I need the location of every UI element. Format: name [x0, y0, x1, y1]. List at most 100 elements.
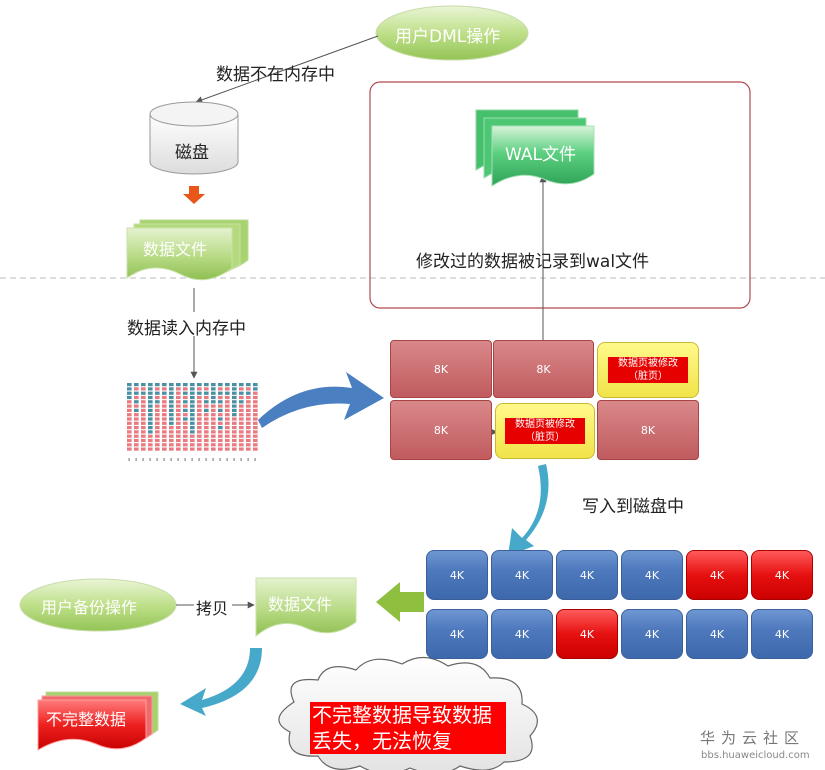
memory-cell: [211, 447, 216, 451]
memory-cell: [225, 426, 230, 430]
memory-cell: [232, 395, 237, 400]
arrow-disk-to-file: [183, 186, 205, 204]
memory-cell: [204, 400, 209, 404]
memory-cell: [197, 383, 202, 387]
memory-cell: [246, 408, 251, 412]
memory-cell: [176, 426, 181, 430]
memory-cell: [127, 438, 132, 443]
memory-cell: [225, 447, 230, 451]
memory-cell: [239, 443, 244, 447]
memory-cell: [169, 387, 174, 391]
memory-cell: [225, 395, 230, 400]
memory-cell: [127, 395, 132, 400]
memory-cell: [148, 421, 153, 425]
memory-cell: [134, 421, 139, 425]
memory-cell: [246, 387, 251, 391]
memory-cell: [204, 408, 209, 412]
memory-cell: [190, 383, 195, 387]
arrow-dml-to-disk: [195, 35, 379, 104]
memory-cell: [148, 400, 153, 404]
memory-cell: [239, 408, 244, 412]
memory-cell: [190, 426, 195, 430]
watermark-en: bbs.huaweicloud.com: [701, 750, 810, 761]
memory-cell: [211, 383, 216, 387]
memory-cell: [176, 400, 181, 404]
disk-block-label: 4K: [644, 568, 660, 582]
memory-cell: [176, 408, 181, 412]
memory-cell: [141, 421, 146, 425]
memory-tick: [135, 458, 137, 461]
disk-block-label: 4K: [709, 627, 725, 641]
memory-cell: [183, 421, 188, 425]
memory-cell: [141, 434, 146, 438]
memory-cell: [183, 391, 188, 395]
memory-tick: [184, 458, 186, 461]
memory-cell: [148, 434, 153, 438]
disk-block: 4K: [621, 550, 683, 600]
memory-cell: [134, 417, 139, 421]
memory-cell: [239, 430, 244, 434]
memory-cell: [218, 421, 223, 425]
memory-cell: [197, 434, 202, 438]
memory-cell: [211, 391, 216, 395]
memory-tick: [128, 458, 130, 461]
memory-page-label: 8K: [640, 423, 656, 437]
memory-cell: [225, 400, 230, 404]
memory-cell: [155, 408, 160, 412]
memory-cell: [253, 395, 258, 400]
memory-cell: [218, 387, 223, 391]
memory-cell: [218, 395, 223, 400]
disk-block-label: 4K: [774, 627, 790, 641]
memory-cell: [239, 413, 244, 417]
memory-cell: [190, 404, 195, 408]
memory-cell: [155, 430, 160, 434]
memory-cell: [218, 391, 223, 395]
memory-page-label: 数据页被修改（脏页）: [505, 418, 585, 444]
disk-block: 4K: [426, 609, 488, 659]
memory-cell: [176, 404, 181, 408]
memory-cell: [162, 413, 167, 417]
memory-cell: [155, 434, 160, 438]
memory-cell: [204, 417, 209, 421]
memory-cell: [218, 434, 223, 438]
memory-cell: [134, 391, 139, 395]
memory-cell: [246, 430, 251, 434]
arrow-memory-to-pages: [258, 372, 384, 428]
memory-cell: [239, 391, 244, 395]
memory-cell: [253, 430, 258, 434]
memory-cell: [197, 417, 202, 421]
memory-cell: [162, 391, 167, 395]
memory-cell: [197, 413, 202, 417]
memory-cell: [169, 421, 174, 425]
memory-cell: [162, 421, 167, 425]
memory-tick: [142, 458, 144, 461]
memory-cell: [246, 421, 251, 425]
memory-cell: [232, 443, 237, 447]
memory-cell: [190, 438, 195, 443]
memory-cell: [141, 383, 146, 387]
memory-cell: [169, 426, 174, 430]
memory-cell: [169, 383, 174, 387]
memory-cell: [253, 438, 258, 443]
memory-cell: [134, 413, 139, 417]
memory-cell: [148, 417, 153, 421]
memory-cell: [148, 438, 153, 443]
memory-cell: [197, 421, 202, 425]
corrupt-disk-block: 4K: [686, 550, 748, 600]
memory-cell: [162, 404, 167, 408]
memory-cell: [183, 447, 188, 451]
memory-cell: [239, 387, 244, 391]
memory-page: 8K: [493, 340, 594, 398]
memory-cell: [232, 413, 237, 417]
memory-cell: [134, 447, 139, 451]
memory-cell: [134, 430, 139, 434]
memory-cell: [253, 404, 258, 408]
arrow-disk-to-datafile: [376, 582, 424, 622]
memory-cell: [127, 400, 132, 404]
disk-block-label: 4K: [579, 568, 595, 582]
memory-cell: [239, 395, 244, 400]
disk-block: 4K: [426, 550, 488, 600]
memory-cell: [127, 408, 132, 412]
memory-cell: [176, 383, 181, 387]
memory-tick: [170, 458, 172, 461]
